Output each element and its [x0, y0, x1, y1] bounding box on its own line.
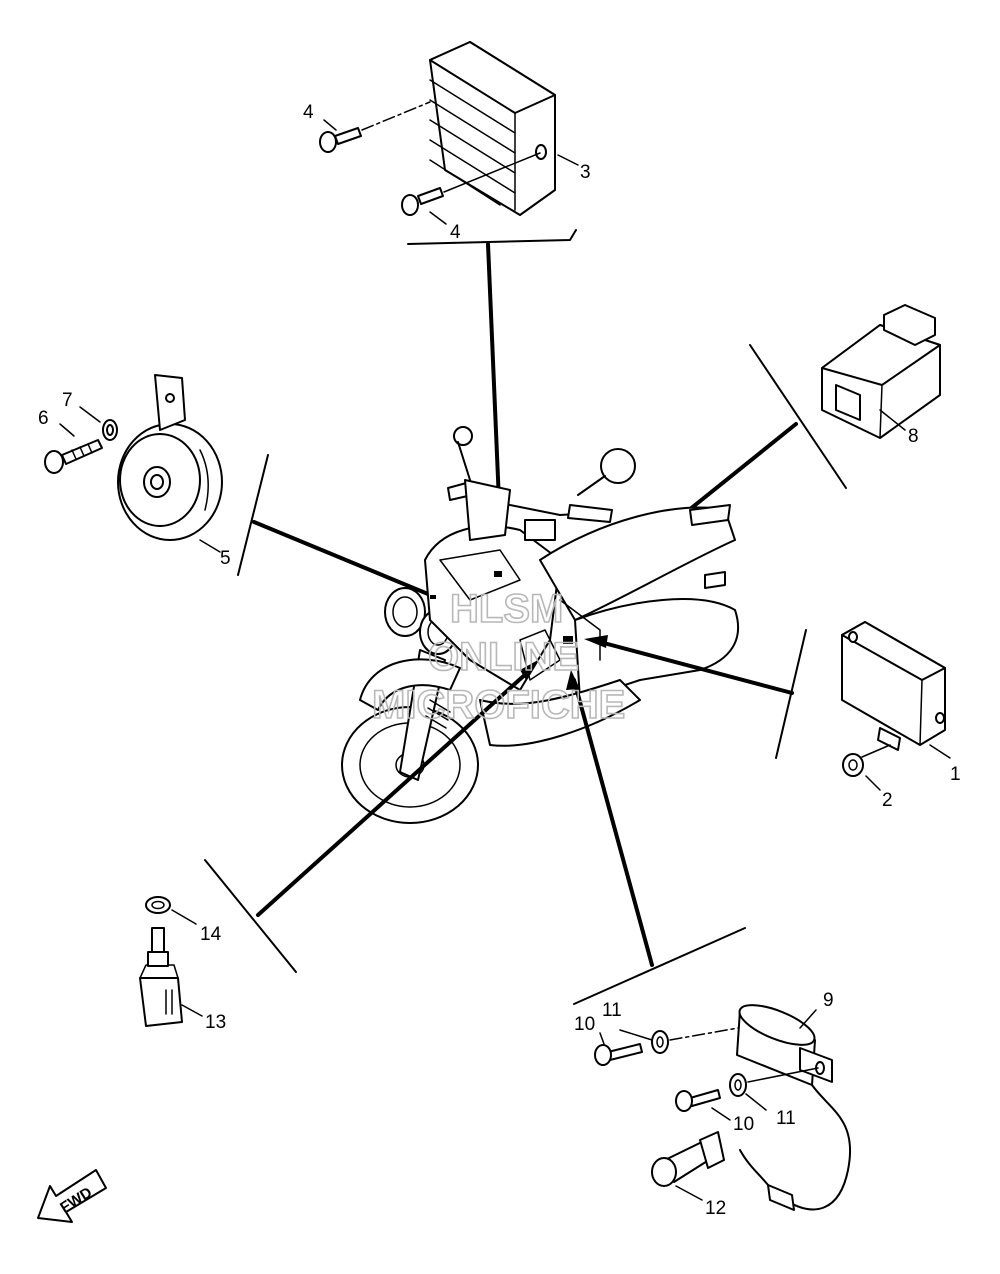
bolt-4-upper [319, 101, 431, 153]
leader-10a [599, 1032, 605, 1045]
nut-2 [842, 753, 864, 777]
bracket-3 [407, 229, 577, 245]
callout-14: 14 [200, 924, 222, 945]
fwd-direction-arrow: FWD [37, 1169, 107, 1223]
leader-10b [711, 1107, 731, 1121]
callout-numbers: 1 2 3 4 4 5 6 7 8 9 10 10 11 11 12 13 14 [38, 102, 961, 1219]
callout-11-upper: 11 [602, 1000, 622, 1021]
horn-5 [117, 374, 223, 541]
leader-7 [79, 406, 101, 423]
watermark: HLSM ONLINE MICROFICHE [371, 586, 626, 728]
leader-2 [865, 775, 881, 791]
leader-11a [619, 1029, 653, 1041]
bracket-9 [573, 927, 746, 1005]
leader-9 [799, 1009, 817, 1029]
leader-11b [745, 1093, 767, 1111]
leader-4a [323, 119, 337, 131]
callout-9: 9 [823, 990, 834, 1011]
bolt-10-lower [675, 1089, 721, 1112]
callout-8: 8 [908, 426, 919, 447]
bracket-13 [204, 859, 297, 973]
leader-3 [557, 154, 579, 166]
rectifier-regulator [429, 41, 556, 216]
callout-2: 2 [882, 790, 893, 811]
watermark-line2: ONLINE [428, 635, 579, 679]
arrowhead-1 [584, 635, 608, 648]
pointer-13 [256, 670, 530, 917]
leader-13 [181, 1004, 203, 1017]
callout-10-upper: 10 [574, 1014, 595, 1035]
pointer-1 [598, 640, 794, 695]
pointer-5 [252, 520, 430, 596]
washer-11-upper [651, 1027, 739, 1054]
leader-14 [171, 909, 197, 925]
leader-6 [59, 423, 75, 437]
callout-13: 13 [205, 1012, 226, 1033]
bolt-6 [44, 439, 103, 474]
ignition-coil-9 [736, 1004, 851, 1211]
washer-14 [145, 896, 171, 914]
washer-7 [102, 419, 118, 441]
leader-4b [429, 211, 447, 225]
watermark-line1: HLSM [450, 587, 563, 631]
callout-4-upper: 4 [303, 102, 314, 123]
watermark-line3: MICROFICHE [372, 683, 625, 727]
leader-5 [199, 539, 221, 553]
callout-7: 7 [62, 390, 73, 411]
cdi-unit-1 [841, 621, 946, 751]
washer-11-lower [729, 1067, 819, 1097]
bracket-5 [237, 454, 269, 576]
leader-1 [929, 744, 951, 759]
callout-6: 6 [38, 408, 49, 429]
callout-1: 1 [950, 764, 961, 785]
neutral-switch-13 [139, 927, 183, 1027]
bracket-8 [749, 344, 847, 489]
arrowhead-13 [520, 660, 538, 680]
leader-2-to-cdi [861, 744, 891, 758]
callout-5: 5 [220, 548, 231, 569]
arrowhead-9 [566, 670, 580, 690]
connector-8 [821, 304, 941, 439]
callout-4-lower: 4 [450, 222, 461, 243]
leader-12 [675, 1185, 703, 1201]
callout-12: 12 [705, 1198, 726, 1219]
plug-cap-12 [651, 1131, 725, 1187]
pointer-9 [572, 678, 654, 967]
scooter-outline [341, 426, 740, 824]
bolt-4-lower [401, 152, 541, 216]
callout-3: 3 [580, 162, 591, 183]
bolt-10-upper [594, 1043, 643, 1066]
callout-11-lower: 11 [776, 1108, 796, 1129]
callout-10-lower: 10 [733, 1114, 754, 1135]
